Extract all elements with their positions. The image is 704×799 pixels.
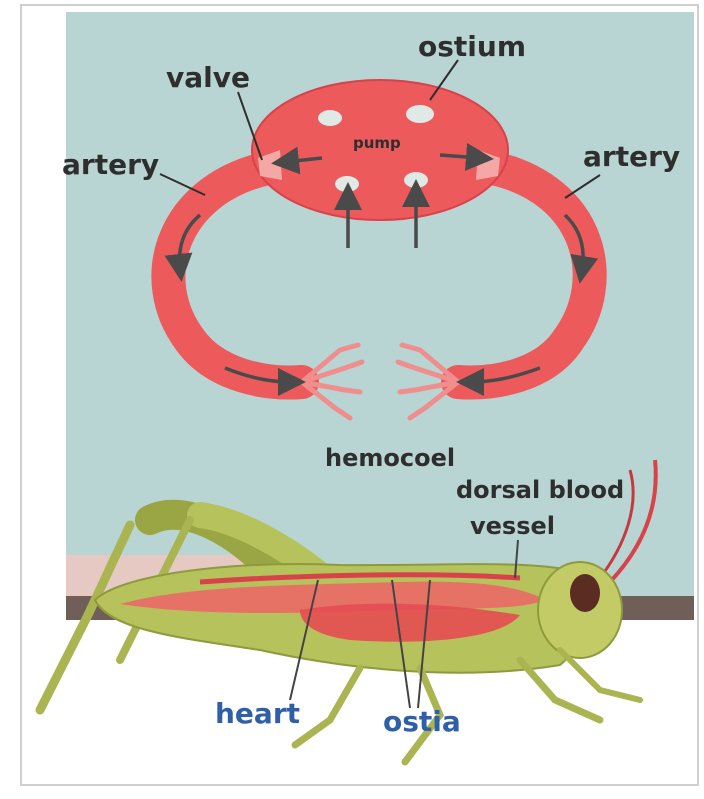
label-hemocoel: hemocoel	[325, 444, 455, 472]
label-pump: pump	[353, 134, 401, 152]
middle-leg	[295, 668, 360, 745]
front-leg	[520, 660, 600, 720]
ostium-hole	[406, 105, 434, 123]
label-artery-right: artery	[583, 140, 680, 173]
label-vessel: vessel	[470, 512, 555, 540]
label-valve: valve	[166, 61, 250, 94]
ostium-hole	[318, 110, 342, 126]
ostium-hole	[335, 176, 359, 192]
compound-eye	[570, 574, 600, 612]
ostium-hole	[404, 172, 428, 188]
label-heart: heart	[215, 697, 300, 730]
label-ostium: ostium	[418, 30, 526, 63]
label-ostia: ostia	[383, 705, 461, 738]
label-artery-left: artery	[62, 148, 159, 181]
label-dorsal-blood: dorsal blood	[456, 476, 624, 504]
